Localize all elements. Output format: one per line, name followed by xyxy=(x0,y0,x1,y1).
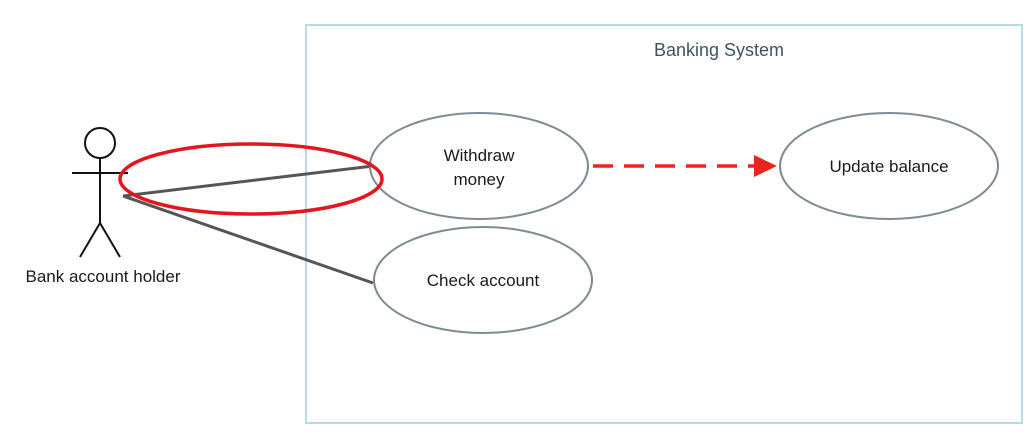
use-case-check-account xyxy=(373,226,593,334)
association-line-withdraw xyxy=(122,164,374,198)
use-case-withdraw-label-line1: Withdraw xyxy=(444,146,516,165)
highlight-ellipse xyxy=(118,142,384,216)
use-case-withdraw-money xyxy=(369,112,589,220)
association-line-check xyxy=(122,194,374,285)
use-case-update-label: Update balance xyxy=(829,157,948,176)
use-case-check-label: Check account xyxy=(427,271,540,290)
system-boundary xyxy=(305,24,1023,424)
use-case-update-balance xyxy=(779,112,999,220)
system-title: Banking System xyxy=(654,40,784,60)
arrow-head-icon xyxy=(754,155,777,177)
use-case-withdraw-label-line2: money xyxy=(453,170,505,189)
actor-name: Bank account holder xyxy=(26,267,181,286)
actor-stick-figure xyxy=(72,127,128,258)
actor-head xyxy=(84,127,116,159)
